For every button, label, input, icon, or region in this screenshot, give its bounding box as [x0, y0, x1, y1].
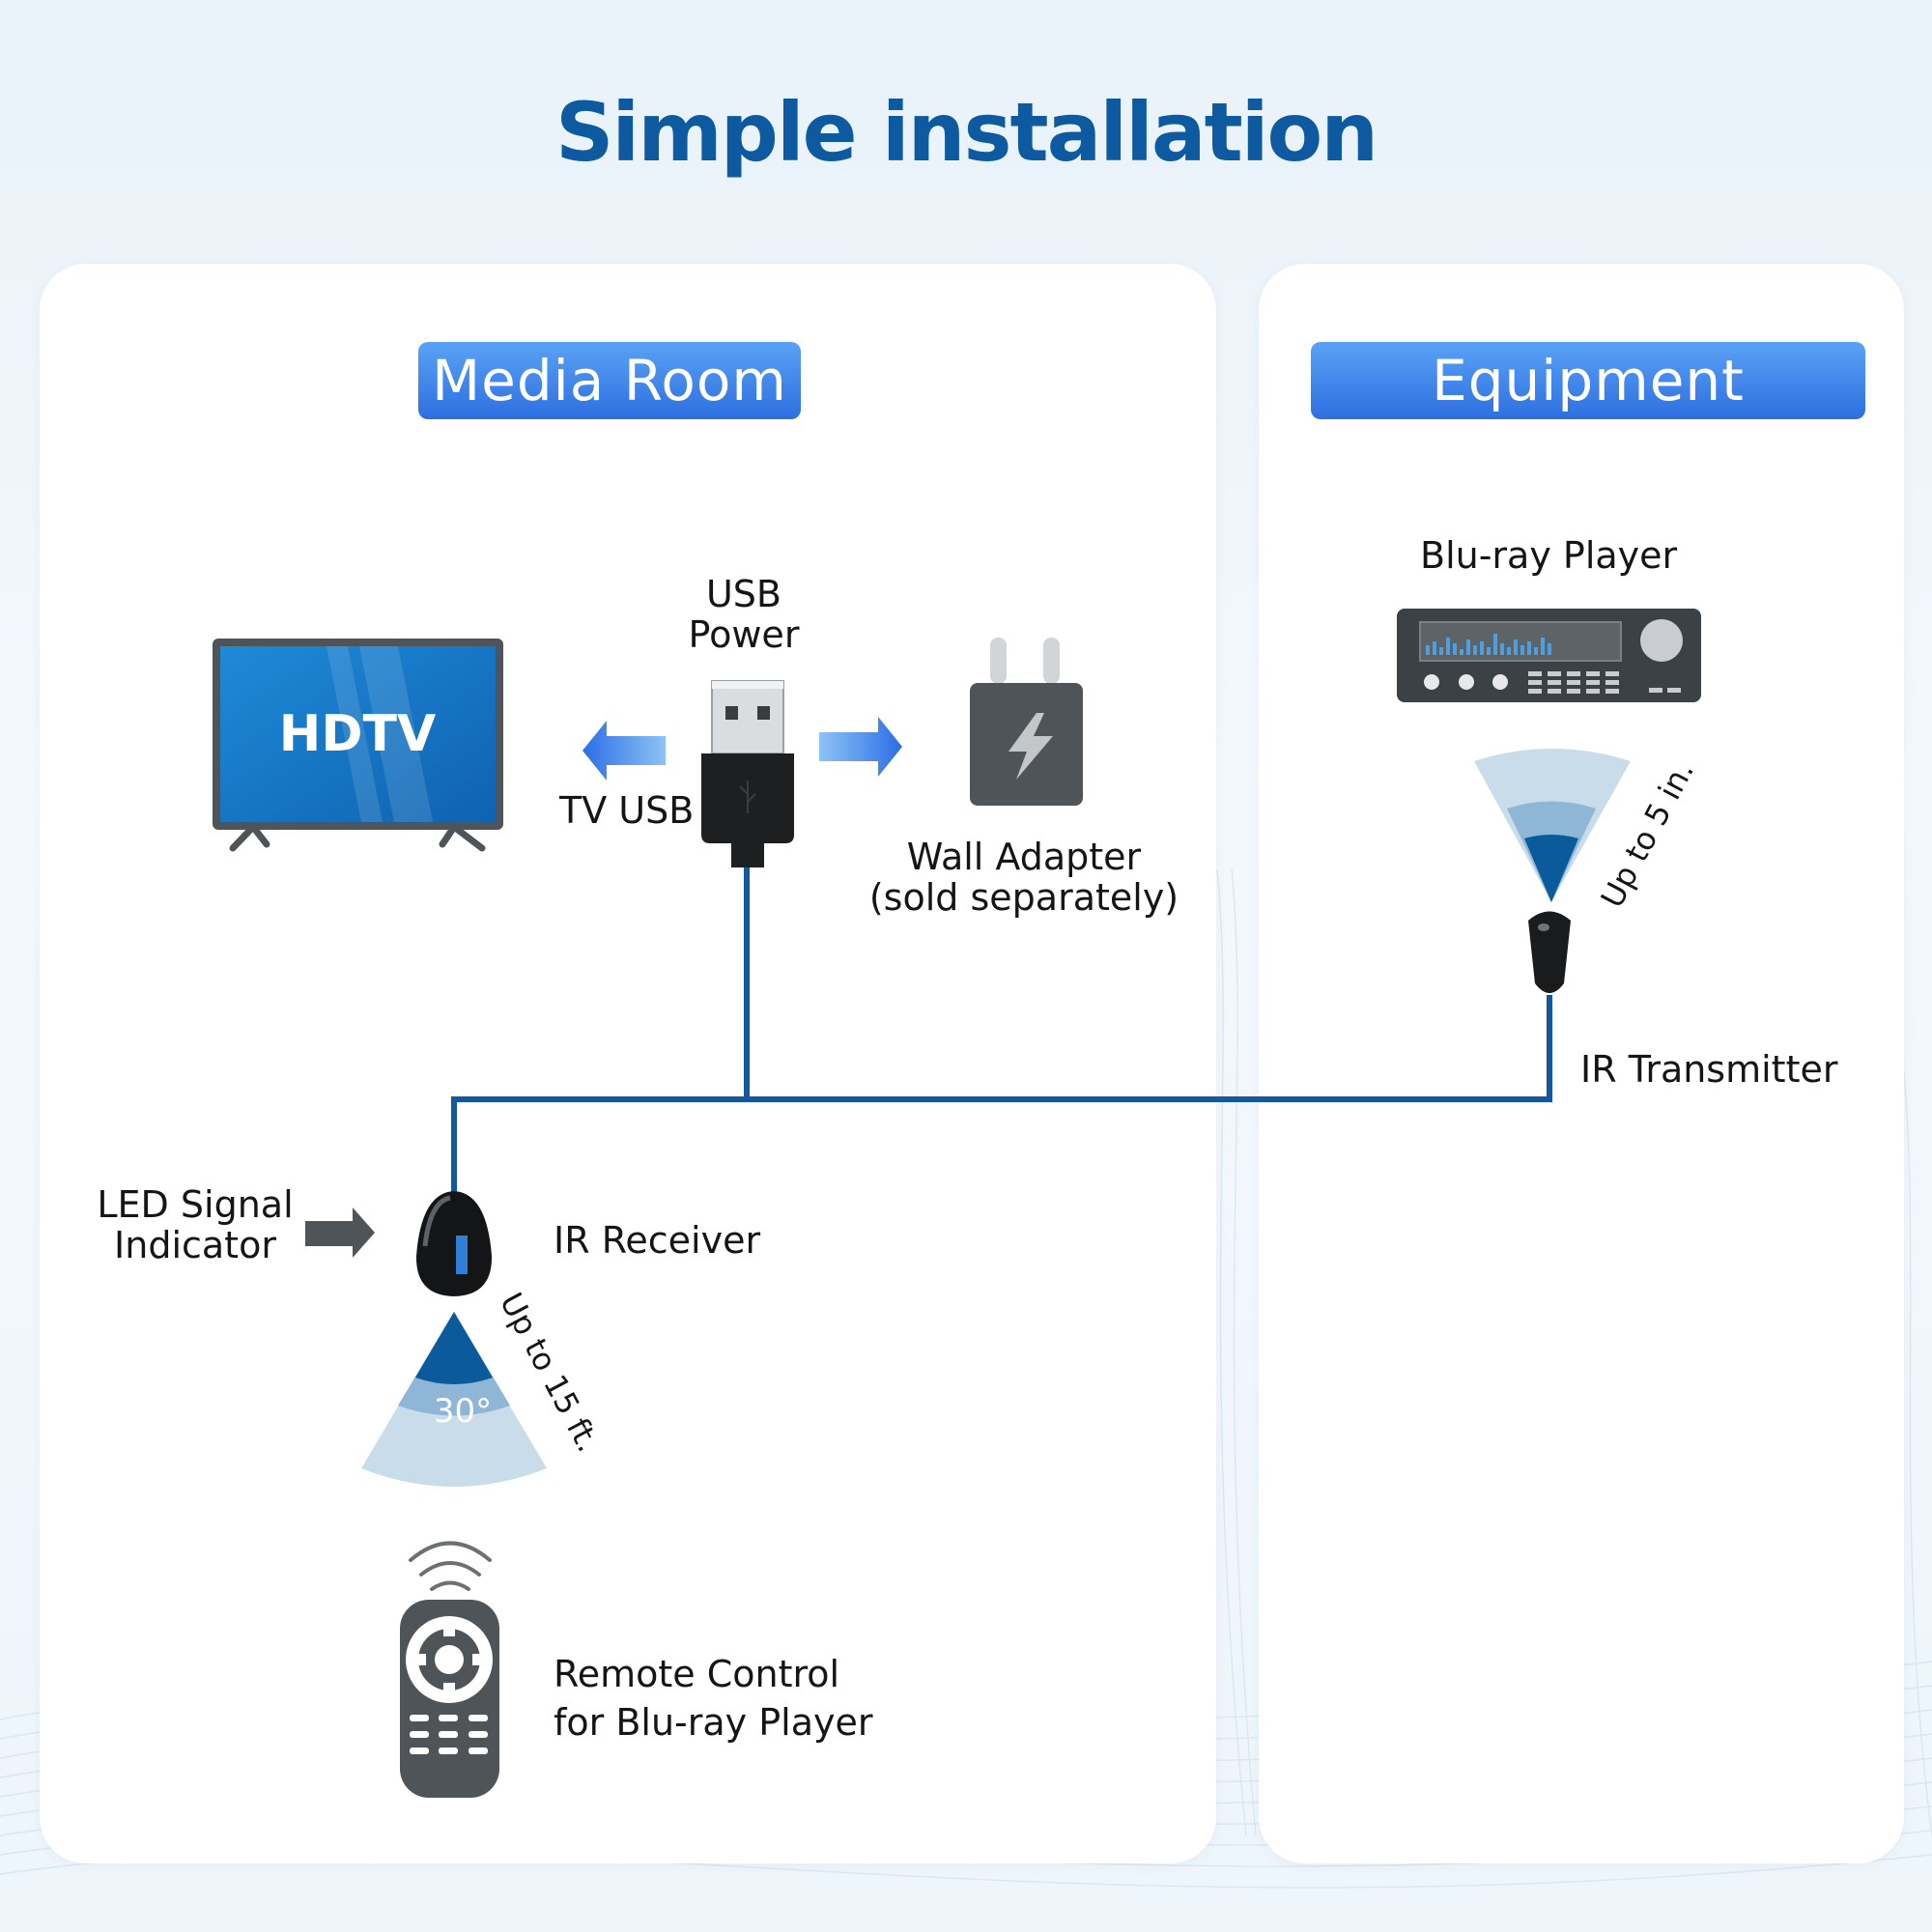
hdtv-icon [213, 639, 503, 852]
transmitter-range-cone [1474, 749, 1631, 902]
usb-plug-icon [701, 680, 794, 867]
usb-power-label-line2: Power [688, 613, 800, 656]
arrow-left-icon [582, 721, 666, 781]
tv-usb-label: TV USB [559, 789, 695, 832]
ir-receiver-icon [415, 1191, 493, 1296]
wall-adapter-icon [970, 638, 1083, 806]
hdtv-label: HDTV [279, 705, 436, 763]
receiver-angle-label: 30° [434, 1392, 492, 1431]
bluray-player-icon [1397, 609, 1701, 702]
ir-transmitter-icon [1528, 911, 1571, 993]
media-room-badge: Media Room [418, 342, 801, 419]
equipment-cabinet-badge: Equipment Cabinet [1311, 342, 1865, 491]
bluray-player-label: Blu-ray Player [1420, 534, 1678, 577]
wall-adapter-label-line1: Wall Adapter [906, 836, 1142, 878]
remote-control-icon [400, 1600, 499, 1798]
page-title: Simple installation [554, 85, 1378, 180]
led-indicator-label: LED Signal Indicator [79, 1184, 311, 1265]
receiver-range-cone [361, 1312, 547, 1487]
cable-lines [451, 867, 1552, 1198]
equipment-cabinet-panel [1259, 264, 1904, 1863]
ir-receiver-label: IR Receiver [554, 1219, 761, 1262]
usb-power-label-line1: USB [705, 573, 781, 615]
remote-control-label-line2: for Blu-ray Player [554, 1701, 873, 1744]
media-room-panel [40, 264, 1216, 1863]
led-indicator-label-line1: LED Signal [97, 1183, 294, 1226]
led-arrow-icon [305, 1208, 375, 1258]
wall-adapter-label-line2: (sold separately) [868, 876, 1179, 919]
remote-control-label-line1: Remote Control [554, 1653, 840, 1695]
led-indicator-label-line2: Indicator [114, 1224, 276, 1266]
arrow-right-icon [819, 717, 902, 777]
usb-power-label: USB Power [638, 574, 850, 655]
signal-waves-icon [409, 1541, 492, 1591]
wall-adapter-label: Wall Adapter (sold separately) [850, 837, 1198, 918]
ir-transmitter-label: IR Transmitter [1580, 1048, 1838, 1091]
remote-control-label: Remote Control for Blu-ray Player [554, 1650, 872, 1747]
